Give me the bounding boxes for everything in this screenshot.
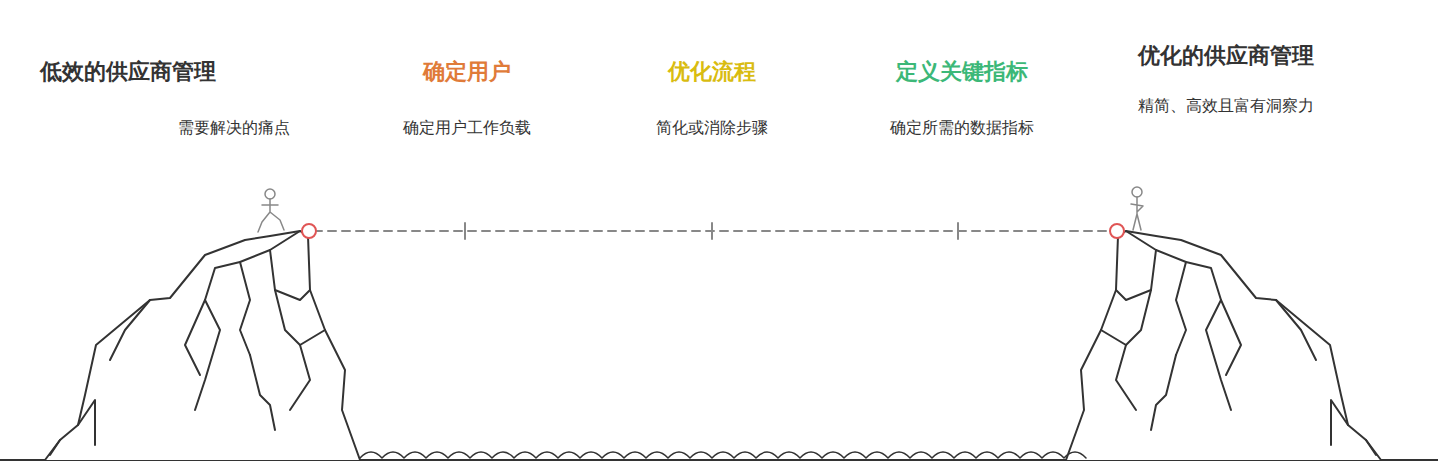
- right-cliff: [1066, 231, 1381, 460]
- subtitle: 确定所需的数据指标: [842, 118, 1082, 138]
- subtitle: 确定用户工作负载: [347, 118, 587, 138]
- heading-end: 优化的供应商管理: [1138, 42, 1428, 70]
- walking-figure: [258, 189, 284, 232]
- subtitle: 简化或消除步骤: [592, 118, 832, 138]
- water-waves: [360, 452, 1086, 458]
- subtitle: 精简、高效且富有洞察力: [1138, 96, 1356, 116]
- subtitle: 需要解决的痛点: [90, 118, 290, 138]
- step-heading: 确定用户: [347, 58, 587, 86]
- step-heading: 优化流程: [592, 58, 832, 86]
- end-marker: [1110, 224, 1124, 238]
- left-cliff: [45, 231, 360, 460]
- standing-figure: [1131, 187, 1143, 230]
- milestone-ticks: [465, 223, 958, 239]
- heading-start: 低效的供应商管理: [40, 58, 310, 86]
- start-marker: [302, 224, 316, 238]
- step-heading: 定义关键指标: [842, 58, 1082, 86]
